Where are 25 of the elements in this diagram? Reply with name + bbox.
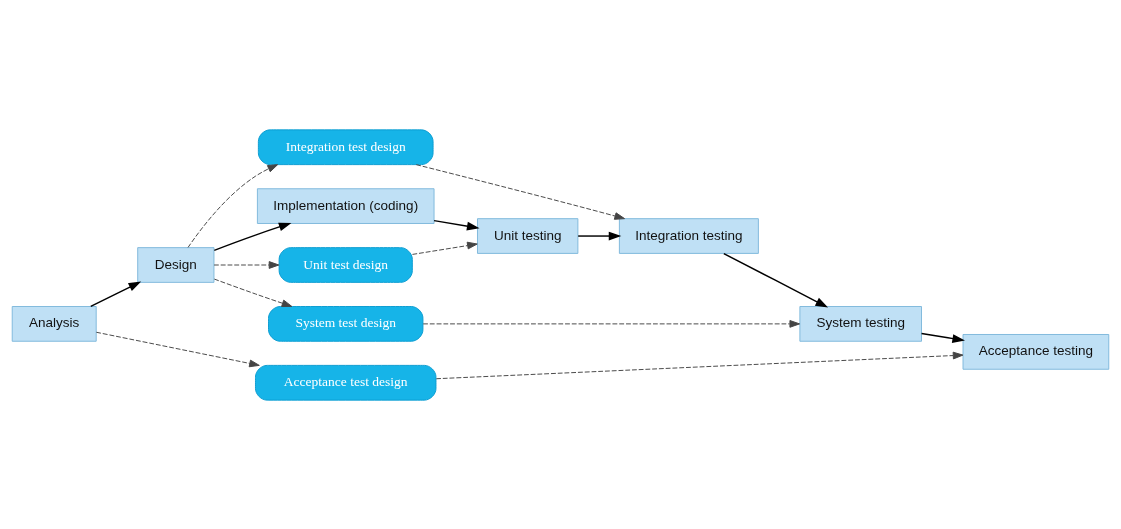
arrow [411,241,478,255]
node-box: Acceptance test design [255,364,437,401]
arrow [95,331,260,367]
arrow [213,222,292,251]
arrow [435,351,964,379]
arrow [422,319,801,328]
node-box: Implementation (coding) [256,187,435,224]
node-box: System test design [268,305,424,342]
node-box: Unit test design [278,246,413,283]
arrow [187,163,279,248]
arrow [213,260,280,269]
node-box: Acceptance testing [962,333,1110,370]
arrow [723,252,829,307]
node-box: Unit testing [477,217,579,254]
node-box: Integration testing [618,217,759,254]
arrow [433,219,480,230]
node-box: Analysis [11,305,97,342]
arrow [213,278,293,307]
arrow [577,231,622,240]
node-box: System testing [799,305,922,342]
arrow [90,281,142,307]
arrow [920,332,965,343]
node-box: Design [137,246,215,283]
node-box: Integration test design [257,128,434,165]
arrow [415,163,626,220]
